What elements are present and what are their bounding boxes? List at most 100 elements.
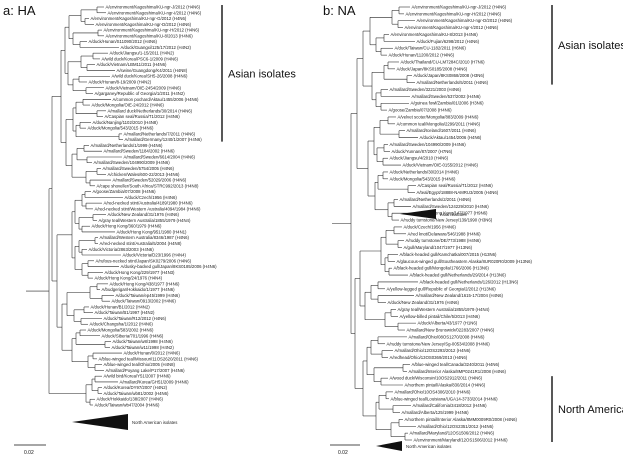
leaf-label: A/mallard/New Zealand/1615-17/2004 (H4N6… — [416, 293, 504, 298]
leaf-label: A/cape shoveller/South Africa/STRC992/20… — [97, 183, 200, 188]
group-label: Asian isolates — [558, 40, 623, 52]
leaf-label: A/yellow-legged gull/Republic of Georgia… — [387, 286, 497, 291]
leaf-label: A/environment/Kagoshima/KU-8/2013 (H4N6) — [106, 33, 194, 38]
leaf-label: A/mallard/Ohio/08OS1270/2008 (H4N6) — [409, 334, 486, 339]
leaf-label: A/environment/Kagoshima/KU-ngr-H/2012 (H… — [406, 11, 502, 16]
leaf-label: A/duck/Vietnam/OIE-2454/2009 (H4N6) — [106, 85, 182, 90]
leaf-label: A/mallard duck/Netherlands/30/2014 (H4N6… — [108, 108, 193, 113]
leaf-label: A/environment/Kagoshima/KU-ngr-H/2012 (H… — [104, 28, 200, 33]
leaf-label: A/blue-winged teal/Missouri/11OS2620/201… — [99, 356, 199, 361]
leaf-label: A/duck/Taiwan/B1/1997 (H4N2) — [95, 310, 156, 315]
leaf-label: A/mallard/Sweden/1184/2002 (H4N6) — [104, 149, 176, 154]
leaf-label: A/red-necked stint/Australia/4189/1980 (… — [104, 201, 194, 206]
leaf-label: A/garganey/Republic of Georgia/1/2011 (H… — [95, 91, 186, 96]
ha-tree-panel: a: HA A/environment/Kagoshima/KU-ngr-J/2… — [3, 3, 296, 456]
leaf-label: A/duck/Taiwan/ep45/1999 (H4N6) — [116, 293, 181, 298]
leaf-label: A/mallard/Alberta/125/1999 (H4N6) — [402, 410, 470, 415]
leaf-label: A/environment/Kagoshima/KU-ngr-I/2012 (H… — [108, 10, 202, 15]
leaf-label: A/teal/Egypt/18888-NAMRU3/2005 (H4N6) — [417, 190, 499, 195]
leaf-label: A/environment/Kagoshima/KU-ngr-I/2012 (H… — [405, 25, 499, 30]
leaf-label: A/common teal/Mongolia/2299/2011 (H4N6) — [397, 121, 481, 126]
na-panel-title: b: NA — [323, 3, 356, 18]
leaf-label: A/duck/Jiangsu/4/2010 (H4N6) — [390, 156, 449, 161]
leaf-label: A/red knot/Delaware/546/1988 (H4N6) — [408, 231, 482, 236]
na-tree-panel: b: NA A/environment/Kagoshima/KU-ngr-J/2… — [323, 3, 623, 456]
leaf-label: A/duck/Mongolia/OIE-24/2012 (H4N6) — [92, 103, 165, 108]
leaf-label: A/duck/New Zealand/31/1976 (H4N6) — [388, 300, 460, 305]
leaf-label: A/duck/Taiwan/w8/1998 (H4N6) — [113, 339, 174, 344]
leaf-label: A/mallard/Netherlands/7/2011 (H4N6) — [124, 131, 196, 136]
leaf-label: A/duck/Vietnam/LBM11/2011 (H4N6) — [97, 62, 168, 67]
leaf-label: A/wood duck/Wisconsin/10OS2912/2011 (H4N… — [390, 376, 483, 381]
ha-collapsed-clade-triangle — [72, 414, 128, 430]
leaf-label: A/environment/Kagoshima/KU-8/2013 (H4N6) — [391, 32, 479, 37]
leaf-label: A/duck/Hong Kong/360/1979 (H4N6) — [92, 224, 163, 229]
leaf-label: A/goose/Zambia/07/2008 (H4N6) — [389, 108, 453, 113]
leaf-label: A/redhead/Ohio/13OS0369/2013 (H4N6) — [390, 355, 468, 360]
leaf-label: A/duck/Hokkaido/138/2007 (H4N6) — [97, 397, 164, 402]
leaf-label: A/duck/Mongolia/583/2002 (H4N6) — [88, 328, 154, 333]
na-north-american-clade: North American isolates — [376, 441, 451, 451]
leaf-label: A/wild duck/Korea/SH5-26/2008 (H4N6) — [112, 74, 189, 79]
leaf-label: A/rufous-necked stint/Japan/SK0279/2006 … — [96, 258, 192, 263]
leaf-label: A/gray teal/Western Australia/1855/1979 … — [398, 307, 490, 312]
leaf-label: A/mallard/Korea/GH51/2009 (H4N6) — [120, 379, 190, 384]
na-scale-label: 0.02 — [338, 450, 348, 456]
ha-panel-title: a: HA — [3, 3, 36, 18]
leaf-label: A/duck/Siberia/701/1996 (H4N6) — [102, 333, 164, 338]
leaf-label: A/duck/New Zealand/31/1976 (H4N6) — [108, 212, 180, 217]
leaf-label: A/environment/Kagoshima/KU-ngr-G/2012 (H… — [91, 16, 187, 21]
leaf-label: A/black-headed gull/Netherlands/29/2014 … — [410, 273, 507, 278]
leaf-label: A/duck/Taiwan/R12/2012 (H4N6) — [104, 316, 167, 321]
leaf-label: A/budgerigar/Hokkaido/1/1977 (H4N6) — [102, 287, 176, 292]
na-asian-clade-label: Asian isolates — [440, 212, 467, 217]
leaf-label: A/mallard/Netherlands/2/2011 (H4N6) — [400, 197, 472, 202]
leaf-label: A/duck/Alberta/43/1977 (H1N6) — [418, 321, 478, 326]
leaf-label: A/blue-winged teal/Louisiana/UGA14-3733/… — [391, 396, 499, 401]
leaf-label: A/northern pintail/Alaska/830/2014 (H4N6… — [405, 383, 486, 388]
leaf-label: A/gray teal/Western Australia/1855/1979 … — [99, 218, 191, 223]
leaf-label: A/duck/Aktau/1454/2006 (H4N6) — [420, 135, 482, 140]
leaf-label: A/northern pintail/Interior Alaska/8MM00… — [405, 417, 518, 422]
leaf-label: A/red-necked stint/Australia/5/2004 (H4N… — [100, 241, 182, 246]
leaf-label: A/dusky-backed gull/Japan/8KS0185/2006 (… — [121, 264, 218, 269]
leaf-label: A/duck/Taiwan/0913/2002 (H4N6) — [112, 299, 177, 304]
leaf-label: A/black-headed gull/Kamchatka/007/2015 (… — [400, 252, 498, 257]
leaf-label: A/duck/Korea/DY97/2007 (H4N2) — [104, 385, 168, 390]
leaf-label: A/mallard/Sweden/3221/2003 (H4N6) — [390, 87, 462, 92]
leaf-label: A/duck/Jiangsu/1-15/2011 (H4N2) — [110, 51, 175, 56]
leaf-label: A/common pochard/Aktau/1455/2006 (H4N6) — [113, 97, 200, 102]
leaf-label: A/mallard/Ohio/12OS2351/2012 (H4N6) — [418, 424, 495, 429]
leaf-label: A/environment/Kagoshima/KU-ngr-D/2012 (H… — [417, 18, 513, 23]
leaf-label: A/mallard/Sweden/52029/2006 (H4N6) — [113, 178, 187, 183]
group-label: North American isolates — [558, 404, 623, 416]
leaf-label: A/duck/Hong Kong/229/1977 (H4N3) — [105, 270, 176, 275]
leaf-label: A/mallard/Ohio/10OS4306/2010 (H4N6) — [395, 389, 472, 394]
leaf-label: A/duck/Hunan/B1/2012 (H4N2) — [91, 304, 151, 309]
leaf-label: A/duck/Hunan/0/2012 (H4N6) — [124, 351, 181, 356]
leaf-label: A/mallard/Netherlands/1/1999 (H4N6) — [91, 143, 163, 148]
leaf-label: A/duck/Guangxi/125/17/2012 (H4N2) — [121, 45, 192, 50]
leaf-label: A/duck/Taiwan/w11/1998 (H4N2) — [112, 345, 175, 350]
ha-scale-bar: 0.02 — [14, 444, 46, 456]
leaf-label: A/mallard/Sweden/5754/2005 (H4N6) — [103, 166, 175, 171]
leaf-label: A/blue-winged teal/Canada/3240/2011 (H4N… — [412, 362, 500, 367]
leaf-label: A/duck/Hong Kong/147/1977 (H9N6) — [418, 211, 489, 216]
leaf-label: A/duck/Hong Kong/24/1976 (H4N4) — [95, 276, 163, 281]
leaf-label: A/glaucous-winged gull/Southeastern Alas… — [397, 259, 533, 264]
leaf-label: A/duck/Nanjing/1102/2010 (H4N8) — [93, 120, 159, 125]
na-clade-label: North American isolates — [406, 444, 451, 449]
na-leaf-labels: A/environment/Kagoshima/KU-ngr-J/2012 (H… — [387, 5, 533, 443]
leaf-label: A/environment/Kagoshima/KU-ngr-J/2012 (H… — [412, 5, 507, 10]
leaf-label: A/duck/Taiwan/wb47/2004 (H4N6) — [95, 403, 161, 408]
na-scale-bar: 0.02 — [330, 444, 360, 456]
leaf-label: A/black-headed gull/Netherlands/126/2012… — [420, 279, 519, 284]
leaf-label: A/duck/Victoria/D23/1996 (H4N4) — [123, 253, 187, 258]
leaf-label: A/ruddy turnstone/New Jersey/139/1990 (H… — [401, 218, 493, 223]
leaf-label: A/black-headed gull/Mongolia/1766/2006 (… — [394, 266, 490, 271]
ha-scale-label: 0.02 — [24, 450, 34, 456]
leaf-label: A/gull/Maryland/1047/1977 (H13N6) — [404, 245, 473, 250]
leaf-label: A/ruddy turnstone/DE/773/1988 (H4N6) — [406, 238, 482, 243]
